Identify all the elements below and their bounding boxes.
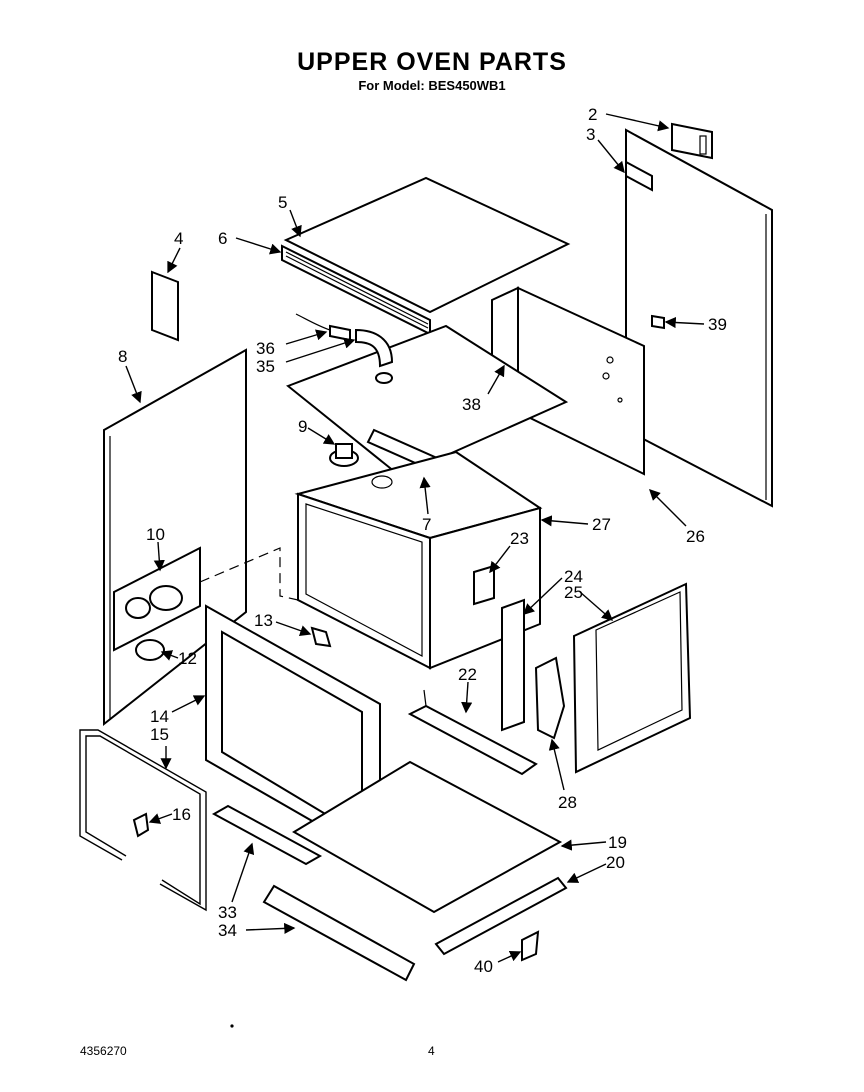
page-title: UPPER OVEN PARTS: [297, 48, 567, 76]
callout-8: 8: [118, 347, 127, 366]
callout-14: 14: [150, 707, 169, 726]
callout-39: 39: [708, 315, 727, 334]
part-34-kick-plate: [262, 884, 416, 982]
callout-15: 15: [150, 725, 169, 744]
callout-13: 13: [254, 611, 273, 630]
page-number: 4: [428, 1044, 435, 1058]
callout-12: 12: [178, 649, 197, 668]
part-12-lamp: [135, 639, 165, 661]
part-10-control-plate: [113, 546, 201, 652]
part-19-oven-bottom: [292, 760, 563, 914]
document-number: 4356270: [80, 1044, 127, 1058]
callout-27: 27: [592, 515, 611, 534]
callout-3: 3: [586, 125, 595, 144]
part-3-side-panel: [625, 128, 773, 508]
callout-9: 9: [298, 417, 307, 436]
callout-10: 10: [146, 525, 165, 544]
callout-28: 28: [558, 793, 577, 812]
callout-34: 34: [218, 921, 237, 940]
part-40-clip: [521, 930, 540, 962]
part-9-knob: [329, 443, 359, 467]
part-13-latch: [310, 626, 332, 648]
callout-26: 26: [686, 527, 705, 546]
part-28-hinge: [534, 656, 566, 740]
callout-40: 40: [474, 957, 493, 976]
callout-38: 38: [462, 395, 481, 414]
part-4-small-bracket: [151, 270, 179, 342]
part-22-channel: [407, 689, 538, 776]
callout-36: 36: [256, 339, 275, 358]
callout-16: 16: [172, 805, 191, 824]
part-20-rail: [434, 876, 568, 956]
part-39-clip: [651, 314, 665, 330]
callout-35: 35: [256, 357, 275, 376]
callout-4: 4: [174, 229, 183, 248]
callout-7: 7: [422, 515, 431, 534]
callout-19: 19: [608, 833, 627, 852]
alignment-line: [199, 547, 299, 601]
callout-23: 23: [510, 529, 529, 548]
callout-24: 24: [564, 567, 583, 586]
part-16-clip: [132, 812, 150, 838]
part-36-35-wire-connector: [295, 313, 394, 384]
part-2-bracket: [671, 122, 713, 160]
callout-labels: 2 3 4 5 6 36 35 8 9 38 39 7 27 26 10 23 …: [118, 105, 727, 976]
part-24-hinge-bracket: [501, 598, 525, 732]
callout-5: 5: [278, 193, 287, 212]
dot-mark: [230, 1024, 234, 1028]
part-14-front-frame: [205, 604, 381, 862]
callout-22: 22: [458, 665, 477, 684]
part-23-bracket: [473, 564, 495, 606]
part-25-door-inner: [572, 582, 692, 774]
part-33-bottom-trim: [211, 804, 323, 866]
callout-25: 25: [564, 583, 583, 602]
callout-2: 2: [588, 105, 597, 124]
part-15-door-gasket: [79, 729, 207, 912]
part-5-top-panel: [283, 176, 571, 314]
callout-20: 20: [606, 853, 625, 872]
callout-33: 33: [218, 903, 237, 922]
model-subtitle: For Model: BES450WB1: [358, 78, 506, 93]
callout-6: 6: [218, 229, 227, 248]
leader-lines: [125, 113, 705, 963]
